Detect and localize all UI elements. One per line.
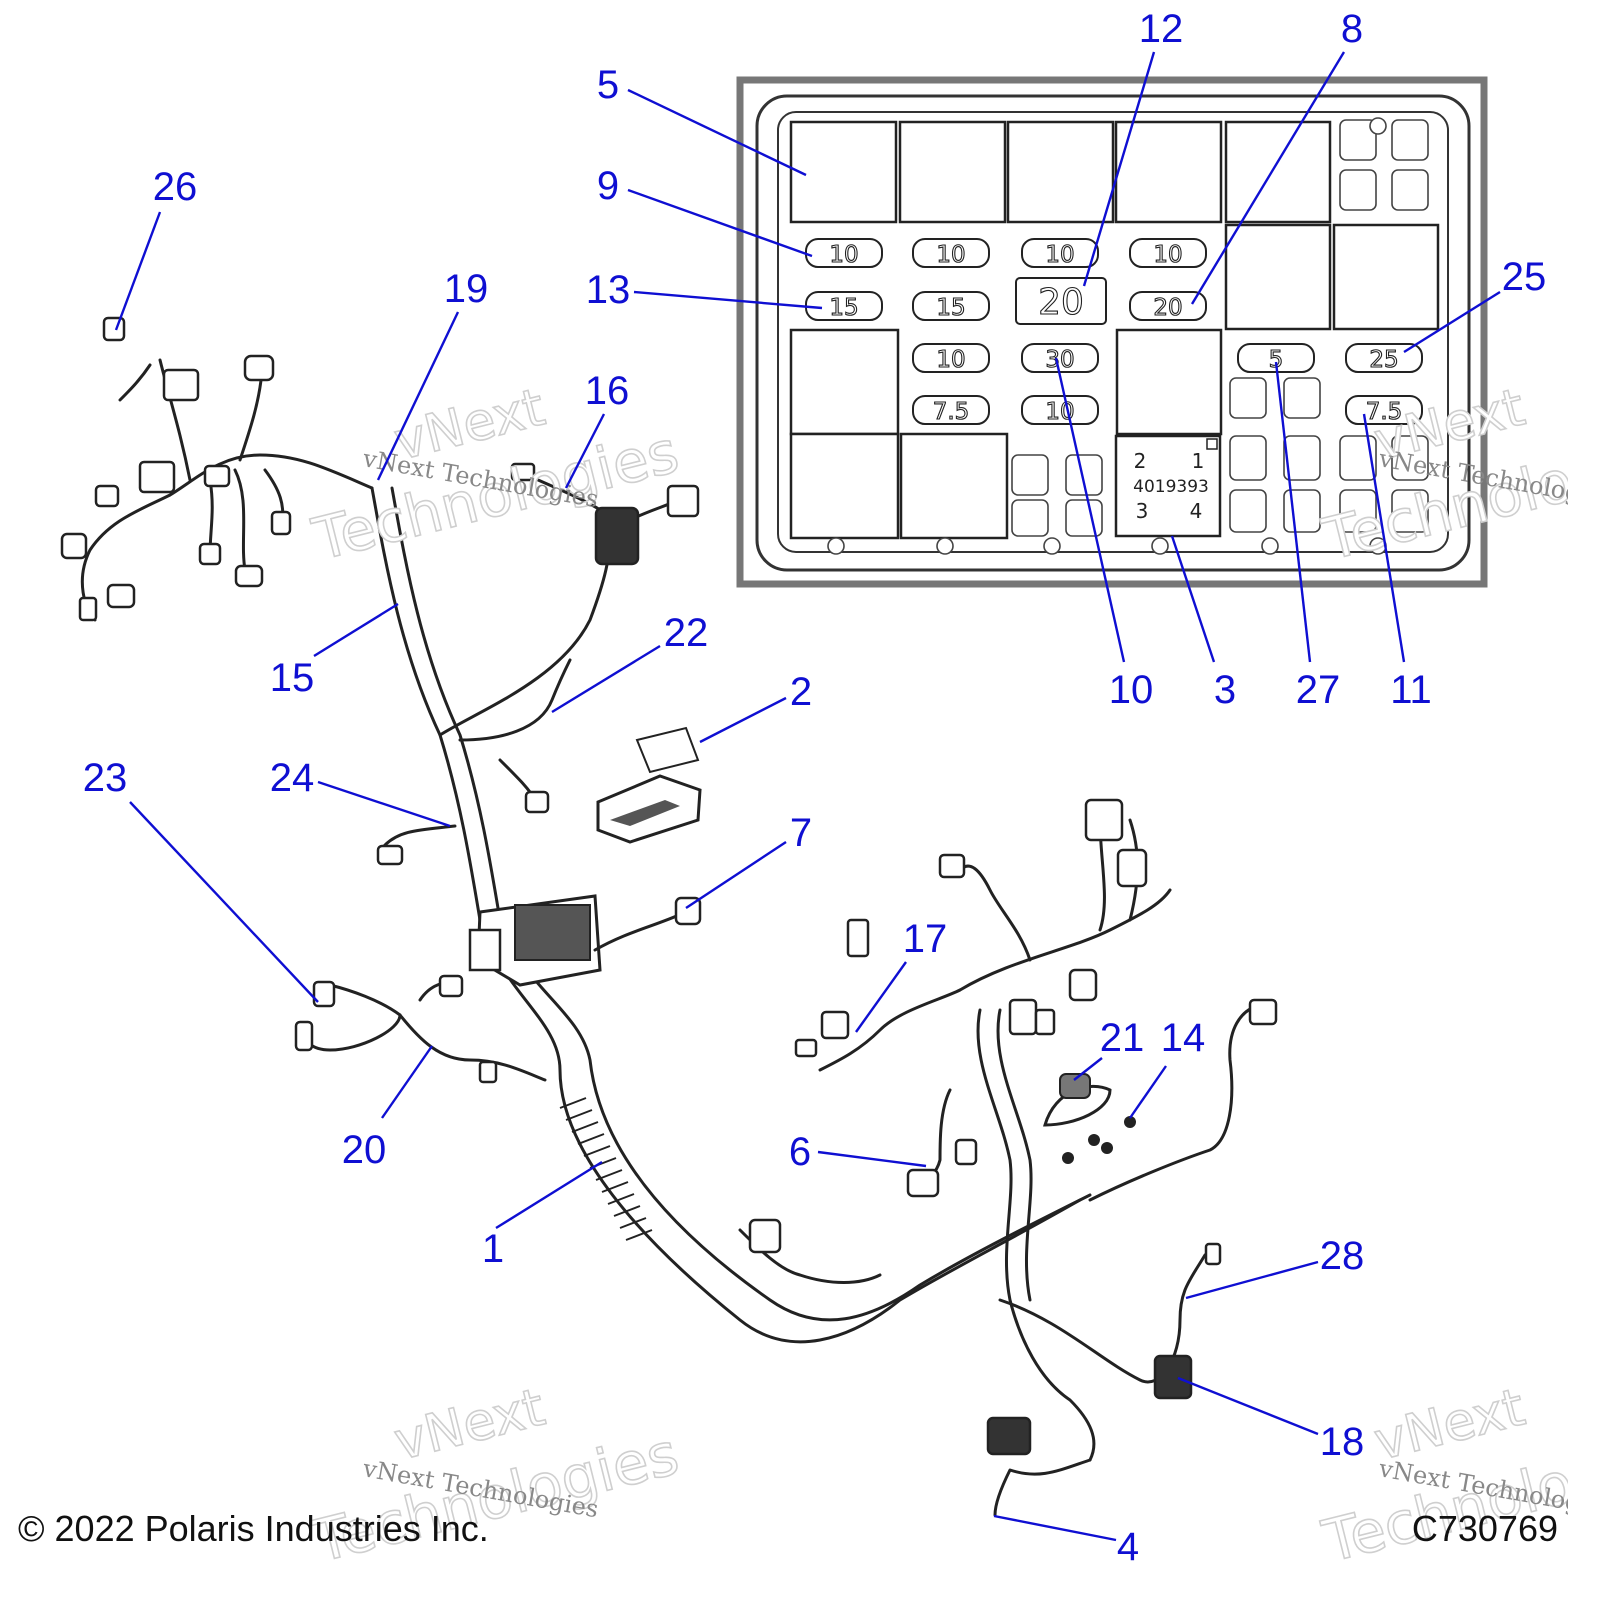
fuse-rating: 10 (936, 347, 965, 373)
callout-1: 1 (482, 1227, 504, 1271)
fuse-rating-labels: 10 10 10 10 15 15 20 20 10 30 5 25 7.5 1… (829, 241, 1403, 425)
callout-24: 24 (270, 756, 315, 800)
fuse-rating: 15 (829, 295, 858, 321)
callout-3: 3 (1214, 668, 1236, 712)
drawing-number: C730769 (1412, 1508, 1558, 1549)
callout-10: 10 (1109, 668, 1154, 712)
label-item-2 (635, 726, 700, 774)
empty-fuse-slots (1011, 119, 1429, 537)
relay-pin-label: 1 (1192, 449, 1205, 473)
callout-13: 13 (586, 268, 631, 312)
callout-5: 5 (597, 63, 619, 107)
fuse-rating: 30 (1045, 347, 1074, 373)
fuse-rating: 20 (1038, 282, 1084, 323)
callout-28: 28 (1320, 1234, 1365, 1278)
relay-pin-label: 2 (1134, 449, 1147, 473)
relay-item-3: 2 1 4019393 3 4 (1114, 434, 1222, 538)
callout-15: 15 (270, 656, 315, 700)
callout-22: 22 (664, 611, 709, 655)
fuse-rating: 5 (1269, 347, 1284, 373)
fuse-rating: 15 (936, 295, 965, 321)
fuse-rating: 7.5 (933, 399, 970, 425)
fuse-rating: 25 (1369, 347, 1398, 373)
copyright-notice: © 2022 Polaris Industries Inc. (18, 1508, 489, 1549)
callout-16: 16 (585, 369, 630, 413)
fuse-rating: 7.5 (1366, 399, 1403, 425)
screws-item-14 (1062, 1116, 1136, 1164)
callout-8: 8 (1341, 7, 1363, 51)
module-near-label (596, 774, 702, 844)
callout-26: 26 (153, 165, 198, 209)
relay-pin-label: 3 (1136, 499, 1149, 523)
fuse-box-mounting-tabs (827, 117, 1387, 555)
callout-leaders (114, 51, 1501, 1542)
callout-23: 23 (83, 756, 128, 800)
callout-27: 27 (1296, 668, 1341, 712)
callout-11: 11 (1390, 668, 1432, 712)
relay-pin-label: 4 (1190, 499, 1203, 523)
fuse-rating: 10 (829, 242, 858, 268)
mini-fuses (805, 238, 1423, 425)
fuse-rating: 10 (1153, 242, 1182, 268)
callout-4: 4 (1117, 1525, 1139, 1568)
callout-14: 14 (1161, 1016, 1206, 1060)
callout-17: 17 (903, 917, 948, 961)
callout-numbers: 1 2 3 4 5 6 7 8 9 10 11 12 13 14 15 16 1… (83, 7, 1547, 1568)
callout-7: 7 (790, 811, 812, 855)
fuse-rating: 10 (936, 242, 965, 268)
fuse-box-inset: 10 10 10 10 15 15 20 20 10 30 5 25 7.5 1… (736, 76, 1488, 588)
callout-21: 21 (1100, 1016, 1145, 1060)
callout-6: 6 (789, 1130, 811, 1174)
relay-part-number: 4019393 (1133, 477, 1209, 497)
main-wire-harness (60, 316, 1278, 1517)
callout-19: 19 (444, 267, 489, 311)
wiring-harness-diagram: 10 10 10 10 15 15 20 20 10 30 5 25 7.5 1… (18, 7, 1568, 1568)
callout-12: 12 (1139, 7, 1184, 51)
fuse-rating: 20 (1153, 295, 1182, 321)
callout-2: 2 (790, 670, 812, 714)
callout-20: 20 (342, 1128, 387, 1172)
callout-25: 25 (1502, 255, 1547, 299)
grommet-item-21 (1043, 1073, 1112, 1127)
callout-18: 18 (1320, 1420, 1365, 1464)
relay-slots (789, 120, 1440, 540)
callout-9: 9 (597, 164, 619, 208)
fuse-rating: 10 (1045, 242, 1074, 268)
harness-fuse-block (468, 894, 602, 987)
